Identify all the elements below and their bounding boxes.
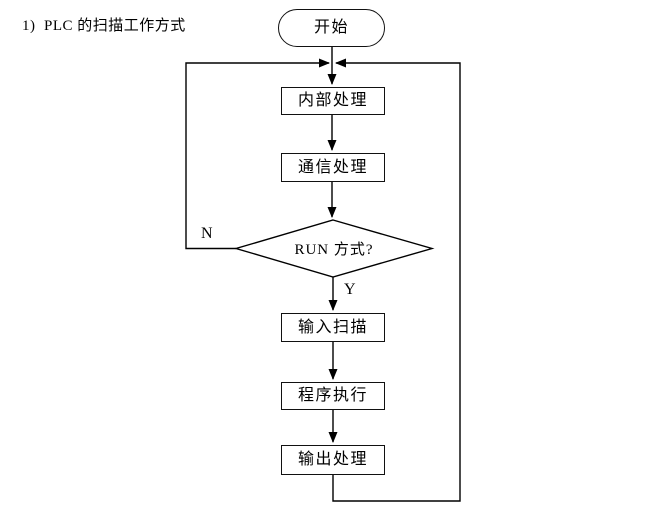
process-node-label: 内部处理: [297, 92, 368, 109]
process-node-label: 通信处理: [297, 158, 368, 176]
start-node: 开始: [278, 9, 385, 47]
branch-label-yes: Y: [344, 281, 356, 298]
edge-return-loop: [332, 58, 461, 502]
process-node-input: 输入扫描: [281, 313, 385, 342]
process-node-label: 程序执行: [297, 387, 368, 404]
process-node-internal: 内部处理: [281, 87, 385, 115]
edge-no-loop: [185, 58, 330, 250]
section-heading: 1) PLC 的扫描工作方式: [22, 18, 186, 34]
branch-label-no: N: [201, 225, 213, 242]
decision-node-shape: [233, 219, 435, 278]
process-node-label: 输出处理: [297, 451, 368, 468]
process-node-label: 输入扫描: [297, 318, 368, 336]
process-node-output: 输出处理: [281, 445, 385, 475]
decision-node-label: RUN 方式?: [294, 242, 374, 258]
process-node-comm: 通信处理: [281, 153, 385, 182]
start-node-label: 开始: [313, 19, 349, 36]
process-node-program: 程序执行: [281, 382, 385, 410]
